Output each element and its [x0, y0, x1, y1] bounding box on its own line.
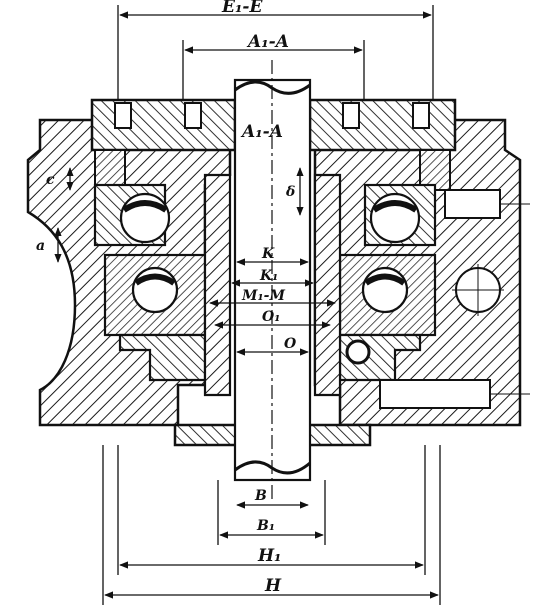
screw-3 [342, 102, 360, 129]
screw-2 [184, 102, 202, 129]
label-o: O [284, 336, 297, 352]
label-b1: B₁ [256, 518, 275, 534]
label-delta: δ [285, 184, 295, 200]
inner-sleeve [203, 173, 342, 397]
right-features [379, 189, 530, 409]
small-ball [345, 339, 371, 365]
label-e1-e: E₁-E [221, 0, 263, 17]
lower-bearing [103, 253, 437, 382]
label-h1: H₁ [257, 546, 282, 566]
screws [94, 102, 451, 191]
label-h: H [264, 576, 282, 596]
right-port-top [444, 189, 501, 219]
screw-6 [419, 149, 451, 191]
label-o1: O₁ [262, 309, 280, 325]
right-port-bottom [379, 379, 491, 409]
upper-bearing [93, 183, 437, 247]
label-a1-a-inner: A₁-A [240, 122, 283, 142]
screw-1 [114, 102, 132, 129]
dimensions [54, 5, 441, 605]
labels: E₁-E A₁-A A₁-A δ K K₁ M₁-M O₁ O B B₁ H₁ … [36, 0, 297, 596]
label-a1-a-top: A₁-A [246, 32, 289, 52]
top-cover-right [308, 98, 457, 152]
sleeve-right [313, 173, 342, 397]
label-k1: K₁ [259, 268, 278, 284]
label-m1-m: M₁-M [241, 288, 285, 304]
label-side-a: a [36, 238, 45, 254]
top-cover [90, 98, 237, 152]
screw-4 [412, 102, 430, 129]
label-k: K [261, 246, 275, 262]
label-b: B [254, 488, 267, 504]
label-side-c: c [46, 172, 55, 188]
sleeve-left [203, 173, 232, 397]
